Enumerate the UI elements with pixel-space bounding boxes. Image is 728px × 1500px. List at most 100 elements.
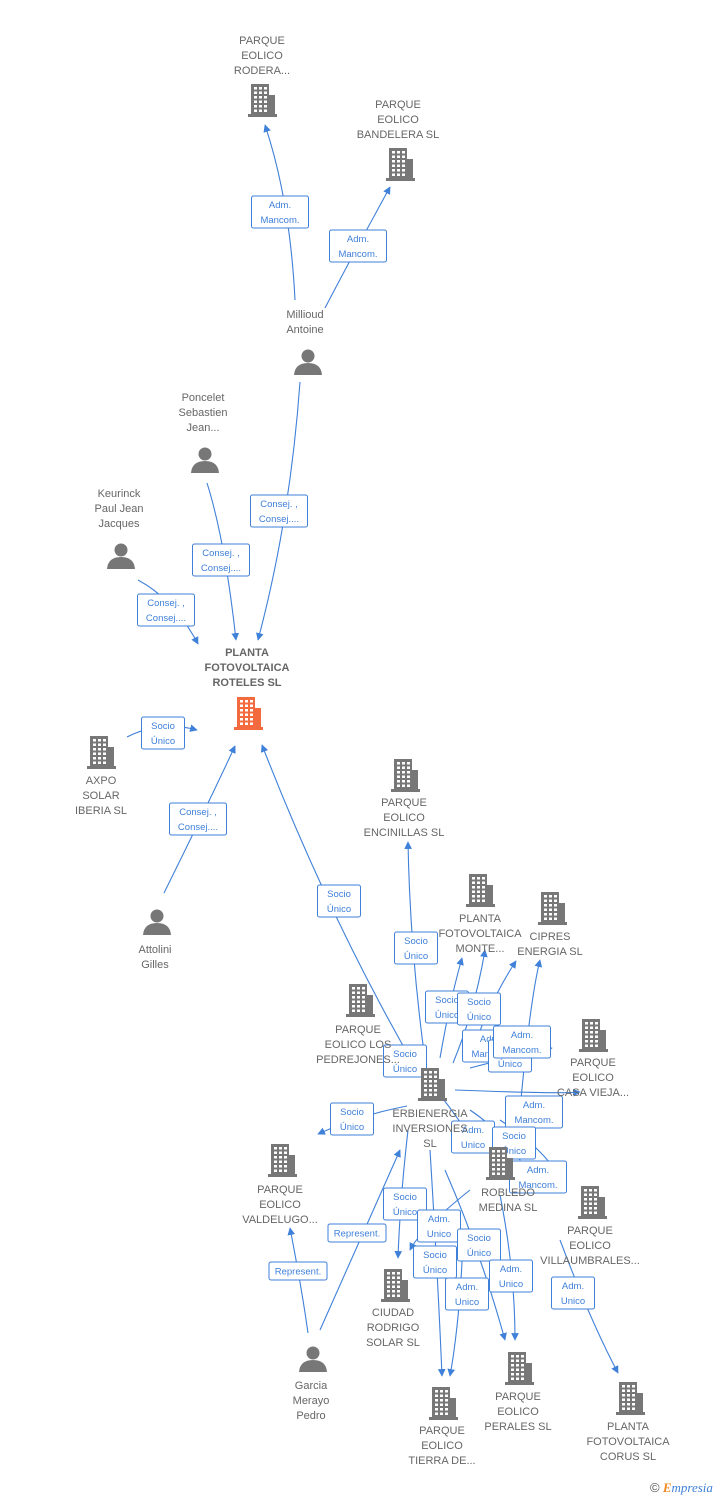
person-icon bbox=[191, 447, 219, 473]
edge-label-box bbox=[169, 802, 227, 836]
edge-label-millioud-to-rodera[interactable]: Adm.Mancom. bbox=[251, 195, 309, 229]
edge-label-poncelet-to-roteles[interactable]: Consej. ,Consej.... bbox=[192, 543, 250, 577]
node-label-line: CASA VIEJA... bbox=[557, 1087, 629, 1099]
edge-label-millioud-to-bandelera[interactable]: Adm.Mancom. bbox=[329, 229, 387, 263]
node-label-line: EOLICO bbox=[421, 1440, 463, 1452]
edge-label-box bbox=[551, 1276, 595, 1310]
edge-label-text: Adm. bbox=[500, 1264, 522, 1275]
edge-label-text: Adm. bbox=[523, 1100, 545, 1111]
node-label-line: PLANTA bbox=[225, 647, 269, 659]
node-label-line: Garcia bbox=[295, 1380, 328, 1392]
node-label-line: Jean... bbox=[186, 422, 219, 434]
node-label-line: PARQUE bbox=[570, 1057, 616, 1069]
edge-label-text: Consej. , bbox=[202, 548, 240, 559]
node-label-line: EOLICO bbox=[383, 812, 425, 824]
brand-initial: E bbox=[662, 1480, 672, 1495]
node-label-line: EOLICO LOS bbox=[325, 1039, 392, 1051]
node-label-line: Merayo bbox=[293, 1395, 330, 1407]
edge-label-text: Único bbox=[423, 1265, 447, 1276]
edge-label-attolini-to-roteles[interactable]: Consej. ,Consej.... bbox=[169, 802, 227, 836]
node-label-line: PARQUE bbox=[495, 1391, 541, 1403]
edge-label-erbienergia-to-corus[interactable]: Adm.Unico bbox=[551, 1276, 595, 1310]
edge-label-text: Socio bbox=[423, 1250, 447, 1261]
node-label-line: PEDREJONES... bbox=[316, 1054, 400, 1066]
edge-label-text: Único bbox=[404, 951, 428, 962]
edge-label-text: Socio bbox=[467, 1233, 491, 1244]
edge-label-text: Socio bbox=[340, 1107, 364, 1118]
edge-label-millioud-to-roteles[interactable]: Consej. ,Consej.... bbox=[250, 494, 308, 528]
node-label-line: Millioud bbox=[286, 309, 323, 321]
edge-label-text: Único bbox=[151, 736, 175, 747]
node-villaumbrales[interactable]: PARQUEEOLICOVILLAUMBRALES... bbox=[540, 1186, 640, 1267]
building-icon bbox=[505, 1352, 534, 1385]
node-label-line: Gilles bbox=[141, 959, 169, 971]
node-label-line: CORUS SL bbox=[600, 1451, 656, 1463]
edge-label-text: Socio bbox=[151, 721, 175, 732]
edge-label-erbienergia-to-ciudadrodrigo[interactable]: Adm.Unico bbox=[417, 1209, 461, 1243]
edge-label-text: Consej. , bbox=[179, 807, 217, 818]
node-label-line: Pedro bbox=[296, 1410, 325, 1422]
edge-label-erbienergia-to-perales[interactable]: Adm.Unico bbox=[489, 1259, 533, 1293]
edge-label-garcia-to-valdelugo[interactable]: Represent. bbox=[268, 1261, 328, 1281]
node-label-line: EOLICO bbox=[241, 50, 283, 62]
node-label-line: SOLAR bbox=[82, 790, 119, 802]
edge-label-text: Socio bbox=[327, 889, 351, 900]
edge-label-box bbox=[330, 1102, 374, 1136]
copyright-mark[interactable]: © Empresia bbox=[650, 1480, 713, 1496]
node-poncelet[interactable]: PonceletSebastienJean... bbox=[179, 392, 228, 473]
edge-label-text: Consej.... bbox=[259, 514, 299, 525]
edge-label-text: Unico bbox=[461, 1140, 485, 1151]
edge-label-box bbox=[251, 195, 309, 229]
node-label-line: CIUDAD bbox=[372, 1307, 414, 1319]
edge-label-box bbox=[489, 1259, 533, 1293]
edge-label-keurinck-to-roteles[interactable]: Consej. ,Consej.... bbox=[137, 593, 195, 627]
brand-name: mpresia bbox=[671, 1480, 713, 1495]
edge-erbienergia-to-casavieja bbox=[454, 1088, 581, 1097]
node-label-line: SOLAR SL bbox=[366, 1337, 420, 1349]
edge-label-erbienergia-to-casavieja[interactable]: Adm.Mancom. bbox=[505, 1095, 563, 1129]
edge-label-text: Adm. bbox=[347, 234, 369, 245]
building-icon bbox=[248, 84, 277, 117]
edge-labels-layer: Adm.Mancom.Adm.Mancom.Consej. ,Consej...… bbox=[137, 195, 595, 1311]
edge-label-text: Único bbox=[467, 1248, 491, 1259]
edge-label-text: Socio bbox=[393, 1192, 417, 1203]
node-valdelugo[interactable]: PARQUEEOLICOVALDELUGO... bbox=[242, 1144, 318, 1226]
node-label-line: Keurinck bbox=[98, 488, 141, 500]
node-label-line: EOLICO bbox=[497, 1406, 539, 1418]
node-label-line: CIPRES bbox=[530, 931, 571, 943]
edge-label-garcia-to-erbienergia[interactable]: Represent. bbox=[327, 1223, 387, 1243]
edge-label-erbienergia-to-tierra[interactable]: Adm.Unico bbox=[445, 1277, 489, 1311]
node-monte[interactable]: PLANTAFOTOVOLTAICAMONTE... bbox=[438, 874, 522, 955]
edge-label-erbienergia-to-cipres[interactable]: Adm.Mancom. bbox=[493, 1025, 551, 1059]
node-rodera[interactable]: PARQUEEOLICORODERA... bbox=[234, 35, 290, 117]
node-label-line: MEDINA SL bbox=[479, 1202, 538, 1214]
node-label-line: EOLICO bbox=[259, 1199, 301, 1211]
